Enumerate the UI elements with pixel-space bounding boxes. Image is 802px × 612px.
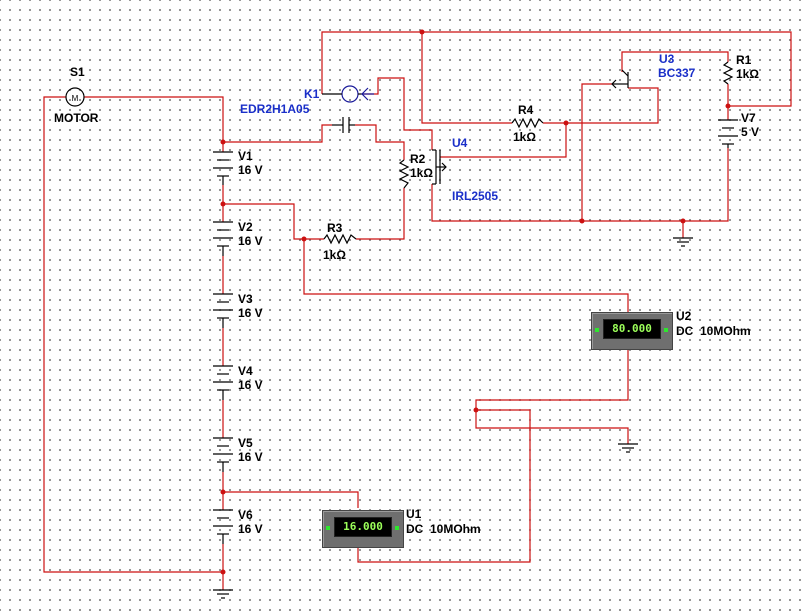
ground-1 xyxy=(673,237,693,247)
battery-v1 xyxy=(213,151,233,185)
battery-v2 xyxy=(213,221,233,256)
meter-u2-ref: U2 xyxy=(676,309,692,323)
mosfet-ref-label: U4 xyxy=(452,136,468,150)
resistor-r2-ref: R2 xyxy=(410,152,426,166)
junctions xyxy=(220,29,731,575)
mosfet-part-label: IRL2505 xyxy=(452,189,499,203)
battery-v6-ref: V6 xyxy=(238,508,253,522)
resistor-r2 xyxy=(398,159,410,189)
meter-terminal-right[interactable] xyxy=(664,328,668,332)
multimeter-u2[interactable]: 80.000 xyxy=(591,312,673,350)
ground-3 xyxy=(213,589,233,599)
battery-v2-ref: V2 xyxy=(238,220,253,234)
resistor-r4-ref: R4 xyxy=(518,103,534,117)
battery-v7-value: 5 V xyxy=(741,125,760,139)
motor-ref-label: S1 xyxy=(70,65,85,79)
motor-type-label: MOTOR xyxy=(54,111,99,125)
resistor-r3-value: 1kΩ xyxy=(323,248,346,262)
battery-v7-ref: V7 xyxy=(741,111,756,125)
battery-v5-value: 16 V xyxy=(238,450,263,464)
relay-part-label: EDR2H1A05 xyxy=(240,102,310,116)
ground-symbols xyxy=(213,237,693,599)
battery-symbols xyxy=(213,119,738,544)
svg-text:M: M xyxy=(72,94,79,103)
resistor-r2-value: 1kΩ xyxy=(410,166,433,180)
relay-ref-label: K1 xyxy=(304,87,320,101)
battery-v4-ref: V4 xyxy=(238,364,253,378)
ground-2 xyxy=(618,443,638,453)
resistor-r1-value: 1kΩ xyxy=(736,67,759,81)
meter-u1-ref: U1 xyxy=(406,507,422,521)
relay-k1-symbol[interactable] xyxy=(322,85,374,133)
meter-terminal-right[interactable] xyxy=(395,526,399,530)
battery-v2-value: 16 V xyxy=(238,234,263,248)
motor-symbol[interactable]: M xyxy=(65,87,85,107)
battery-v6 xyxy=(213,509,233,544)
battery-v4 xyxy=(213,365,233,400)
battery-v5 xyxy=(213,437,233,472)
resistor-r3-ref: R3 xyxy=(327,221,343,235)
transistor-part-label: BC337 xyxy=(658,66,696,80)
mosfet-u4-symbol[interactable] xyxy=(432,149,447,185)
meter-display: 80.000 xyxy=(603,319,661,339)
meter-terminal-left[interactable] xyxy=(326,526,330,530)
meter-display: 16.000 xyxy=(334,517,392,537)
battery-v1-ref: V1 xyxy=(238,149,253,163)
battery-v3 xyxy=(213,293,233,328)
meter-u2-mode: DC 10MOhm xyxy=(676,324,751,338)
battery-v4-value: 16 V xyxy=(238,378,263,392)
transistor-ref-label: U3 xyxy=(659,52,675,66)
resistor-r1-ref: R1 xyxy=(736,53,752,67)
multimeter-u1[interactable]: 16.000 xyxy=(322,510,404,548)
battery-v7 xyxy=(718,119,738,148)
resistor-r4 xyxy=(511,117,544,129)
meter-u1-mode: DC 10MOhm xyxy=(406,522,481,536)
resistor-symbols xyxy=(323,61,734,245)
battery-v1-value: 16 V xyxy=(238,163,263,177)
battery-v3-ref: V3 xyxy=(238,292,253,306)
meter-terminal-left[interactable] xyxy=(595,328,599,332)
battery-v3-value: 16 V xyxy=(238,306,263,320)
resistor-r1 xyxy=(722,61,734,85)
resistor-r4-value: 1kΩ xyxy=(513,130,536,144)
battery-v5-ref: V5 xyxy=(238,436,253,450)
resistor-r3 xyxy=(323,233,357,245)
battery-v6-value: 16 V xyxy=(238,522,263,536)
transistor-u3-symbol[interactable] xyxy=(611,69,629,89)
